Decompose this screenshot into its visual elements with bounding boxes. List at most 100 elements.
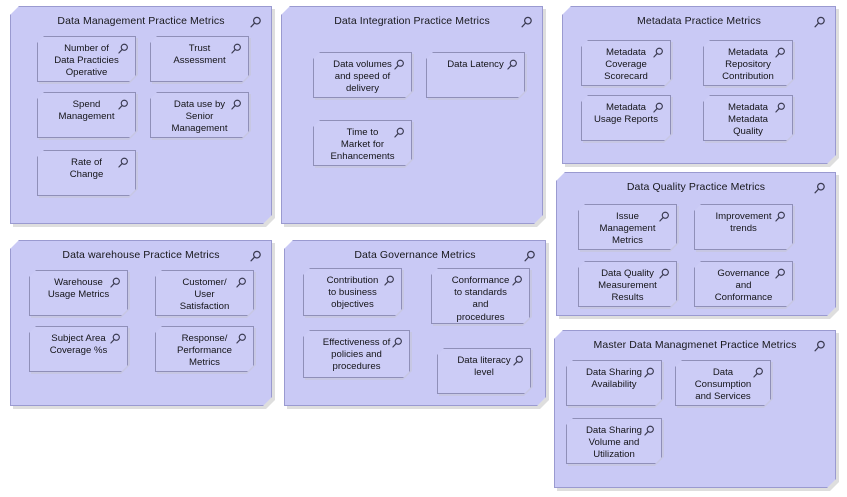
magnifier-icon[interactable] xyxy=(109,333,121,345)
magnifier-icon[interactable] xyxy=(506,59,518,71)
magnifier-icon[interactable] xyxy=(117,43,129,55)
magnifier-icon[interactable] xyxy=(249,16,262,29)
group-title: Metadata Practice Metrics xyxy=(637,15,761,27)
metric-node-metadata-metadata-quality[interactable]: Metadata Metadata Quality xyxy=(703,95,793,141)
magnifier-icon[interactable] xyxy=(230,99,242,111)
metric-node-customer-user-satisfaction[interactable]: Customer/ User Satisfaction xyxy=(155,270,254,316)
magnifier-icon[interactable] xyxy=(752,367,764,379)
magnifier-icon[interactable] xyxy=(520,16,533,29)
magnifier-icon[interactable] xyxy=(235,333,247,345)
metric-node-rate-of-change[interactable]: Rate of Change xyxy=(37,150,136,196)
magnifier-icon[interactable] xyxy=(813,182,826,195)
metric-node-time-to-market-for-enhancements[interactable]: Time to Market for Enhancements xyxy=(313,120,412,166)
metric-node-metadata-usage-reports[interactable]: Metadata Usage Reports xyxy=(581,95,671,141)
magnifier-icon[interactable] xyxy=(813,340,826,353)
metric-node-trust-assessment[interactable]: Trust Assessment xyxy=(150,36,249,82)
magnifier-icon[interactable] xyxy=(117,43,129,55)
magnifier-icon[interactable] xyxy=(393,127,405,139)
metric-node-conformance-to-standards-and-procedures[interactable]: Conformance to standards and procedures xyxy=(431,268,530,324)
magnifier-icon[interactable] xyxy=(383,275,395,287)
magnifier-icon[interactable] xyxy=(652,47,664,59)
metric-node-metadata-repository-contribution[interactable]: Metadata Repository Contribution xyxy=(703,40,793,86)
magnifier-icon[interactable] xyxy=(658,211,670,223)
magnifier-icon[interactable] xyxy=(752,367,764,379)
magnifier-icon[interactable] xyxy=(523,250,536,263)
group-data-warehouse-practice-metrics[interactable]: Data warehouse Practice Metrics xyxy=(10,240,272,406)
metric-node-data-latency[interactable]: Data Latency xyxy=(426,52,525,98)
magnifier-icon[interactable] xyxy=(235,277,247,289)
magnifier-icon[interactable] xyxy=(109,333,121,345)
magnifier-icon[interactable] xyxy=(230,43,242,55)
magnifier-icon[interactable] xyxy=(117,99,129,111)
magnifier-icon[interactable] xyxy=(393,127,405,139)
metric-node-contribution-to-business-objectives[interactable]: Contribution to business objectives xyxy=(303,268,402,316)
group-title: Data Integration Practice Metrics xyxy=(334,15,490,27)
metric-node-data-quality-measurement-results[interactable]: Data Quality Measurement Results xyxy=(578,261,677,307)
magnifier-icon[interactable] xyxy=(774,102,786,114)
magnifier-icon[interactable] xyxy=(235,333,247,345)
magnifier-icon[interactable] xyxy=(658,211,670,223)
magnifier-icon[interactable] xyxy=(117,157,129,169)
magnifier-icon[interactable] xyxy=(813,16,826,29)
metric-node-effectiveness-of-policies-and-procedures[interactable]: Effectiveness of policies and procedures xyxy=(303,330,410,378)
magnifier-icon[interactable] xyxy=(813,340,826,353)
magnifier-icon[interactable] xyxy=(393,59,405,71)
magnifier-icon[interactable] xyxy=(813,182,826,195)
magnifier-icon[interactable] xyxy=(774,47,786,59)
metric-node-metadata-coverage-scorecard[interactable]: Metadata Coverage Scorecard xyxy=(581,40,671,86)
metric-node-data-use-by-senior-management[interactable]: Data use by Senior Management xyxy=(150,92,249,138)
metric-node-improvement-trends[interactable]: Improvement trends xyxy=(694,204,793,250)
magnifier-icon[interactable] xyxy=(643,367,655,379)
magnifier-icon[interactable] xyxy=(643,425,655,437)
group-data-integration-practice-metrics[interactable]: Data Integration Practice Metrics xyxy=(281,6,543,224)
magnifier-icon[interactable] xyxy=(774,268,786,280)
magnifier-icon[interactable] xyxy=(658,268,670,280)
magnifier-icon[interactable] xyxy=(774,211,786,223)
metric-node-subject-area-coverage-percent[interactable]: Subject Area Coverage %s xyxy=(29,326,128,372)
metric-node-issue-management-metrics[interactable]: Issue Management Metrics xyxy=(578,204,677,250)
magnifier-icon[interactable] xyxy=(117,99,129,111)
metric-node-data-sharing-availability[interactable]: Data Sharing Availability xyxy=(566,360,662,406)
magnifier-icon[interactable] xyxy=(117,157,129,169)
magnifier-icon[interactable] xyxy=(658,268,670,280)
magnifier-icon[interactable] xyxy=(249,16,262,29)
metric-node-data-consumption-and-services[interactable]: Data Consumption and Services xyxy=(675,360,771,406)
magnifier-icon[interactable] xyxy=(512,355,524,367)
magnifier-icon[interactable] xyxy=(813,16,826,29)
magnifier-icon[interactable] xyxy=(383,275,395,287)
magnifier-icon[interactable] xyxy=(643,425,655,437)
metric-node-number-of-data-practicies-operative[interactable]: Number of Data Practicies Operative xyxy=(37,36,136,82)
magnifier-icon[interactable] xyxy=(511,275,523,287)
magnifier-icon[interactable] xyxy=(230,43,242,55)
metric-node-data-literacy-level[interactable]: Data literacy level xyxy=(437,348,531,394)
magnifier-icon[interactable] xyxy=(643,367,655,379)
magnifier-icon[interactable] xyxy=(774,268,786,280)
magnifier-icon[interactable] xyxy=(512,355,524,367)
magnifier-icon[interactable] xyxy=(520,16,533,29)
metric-node-response-performance-metrics[interactable]: Response/ Performance Metrics xyxy=(155,326,254,372)
magnifier-icon[interactable] xyxy=(523,250,536,263)
metric-node-data-volumes-and-speed-of-delivery[interactable]: Data volumes and speed of delivery xyxy=(313,52,412,98)
magnifier-icon[interactable] xyxy=(109,277,121,289)
magnifier-icon[interactable] xyxy=(774,211,786,223)
magnifier-icon[interactable] xyxy=(774,47,786,59)
metric-node-warehouse-usage-metrics[interactable]: Warehouse Usage Metrics xyxy=(29,270,128,316)
magnifier-icon[interactable] xyxy=(652,47,664,59)
magnifier-icon[interactable] xyxy=(230,99,242,111)
magnifier-icon[interactable] xyxy=(511,275,523,287)
metric-node-governance-and-conformance[interactable]: Governance and Conformance xyxy=(694,261,793,307)
magnifier-icon[interactable] xyxy=(774,102,786,114)
magnifier-icon[interactable] xyxy=(652,102,664,114)
magnifier-icon[interactable] xyxy=(391,337,403,349)
magnifier-icon[interactable] xyxy=(249,250,262,263)
magnifier-icon[interactable] xyxy=(391,337,403,349)
group-title: Data warehouse Practice Metrics xyxy=(62,249,220,261)
metric-node-data-sharing-volume-and-utilization[interactable]: Data Sharing Volume and Utilization xyxy=(566,418,662,464)
magnifier-icon[interactable] xyxy=(393,59,405,71)
magnifier-icon[interactable] xyxy=(109,277,121,289)
magnifier-icon[interactable] xyxy=(235,277,247,289)
magnifier-icon[interactable] xyxy=(652,102,664,114)
metric-node-spend-management[interactable]: Spend Management xyxy=(37,92,136,138)
magnifier-icon[interactable] xyxy=(506,59,518,71)
magnifier-icon[interactable] xyxy=(249,250,262,263)
